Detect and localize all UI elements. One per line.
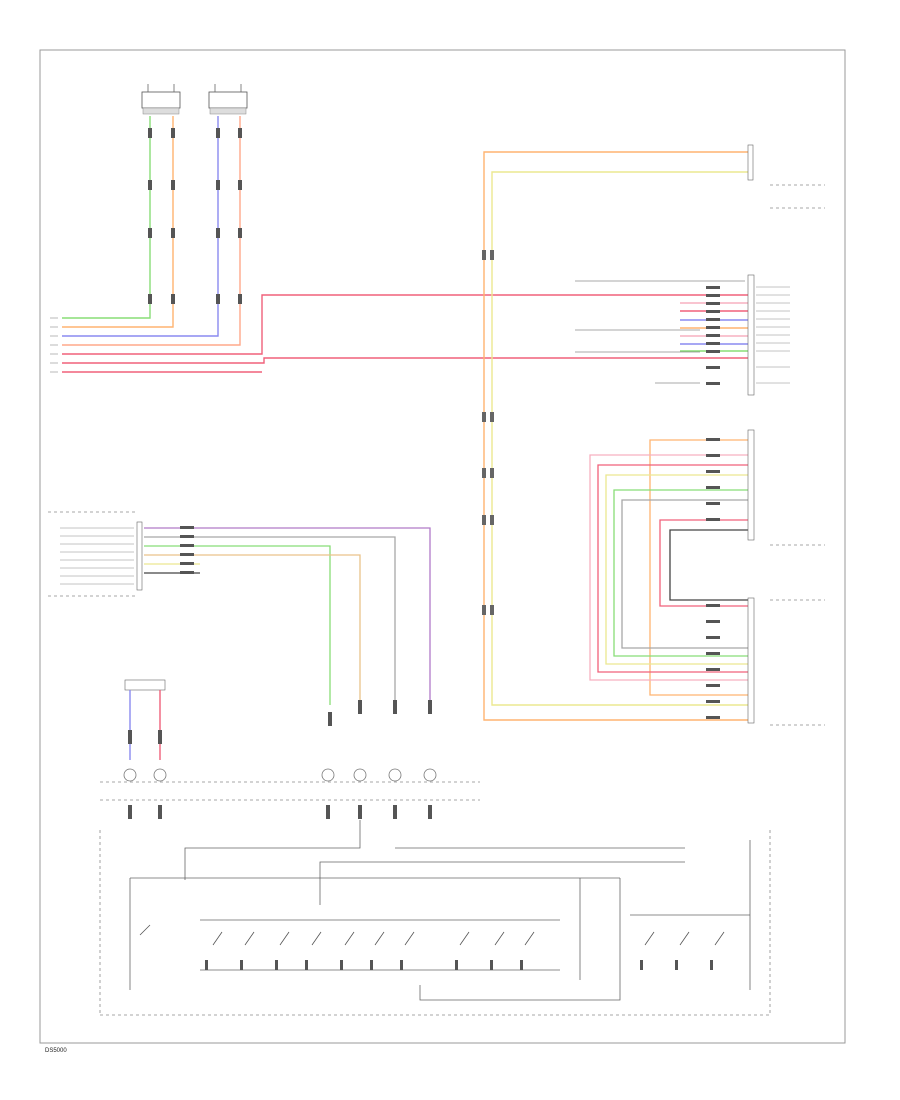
page-tag: DS5000 (45, 1048, 67, 1054)
right-rear-door-speaker (141, 84, 181, 115)
connector-icon (353, 768, 367, 782)
connector-icon (388, 768, 402, 782)
bus-markers (482, 250, 494, 615)
right-vertical-buses (483, 151, 750, 721)
radio-connector-lower (706, 429, 825, 726)
steering-switch-lead (124, 679, 166, 760)
audio-control-wires (144, 527, 431, 705)
steering-switch-box (99, 820, 771, 1016)
speaker-wire-markers (148, 128, 242, 304)
audio-control-connector (48, 511, 143, 597)
radio-connector-upper (706, 274, 790, 396)
speaker-icon (141, 91, 181, 109)
switch-icon (139, 924, 725, 946)
audio-wire-markers (180, 526, 432, 726)
clockspring-connector (100, 768, 480, 819)
left-rear-door-speaker (208, 84, 248, 115)
connector-icon (423, 768, 437, 782)
red-trunk-lines (62, 294, 750, 373)
connector-icon (153, 768, 167, 782)
upper-arrow-leads (575, 280, 745, 384)
front-speaker-wires (589, 439, 750, 696)
connector-icon (321, 768, 335, 782)
bluetooth-connector (747, 144, 825, 209)
speaker-icon (208, 91, 248, 109)
connector-icon (123, 768, 137, 782)
diagram-frame (39, 49, 846, 1044)
left-connector-pins (50, 317, 58, 373)
